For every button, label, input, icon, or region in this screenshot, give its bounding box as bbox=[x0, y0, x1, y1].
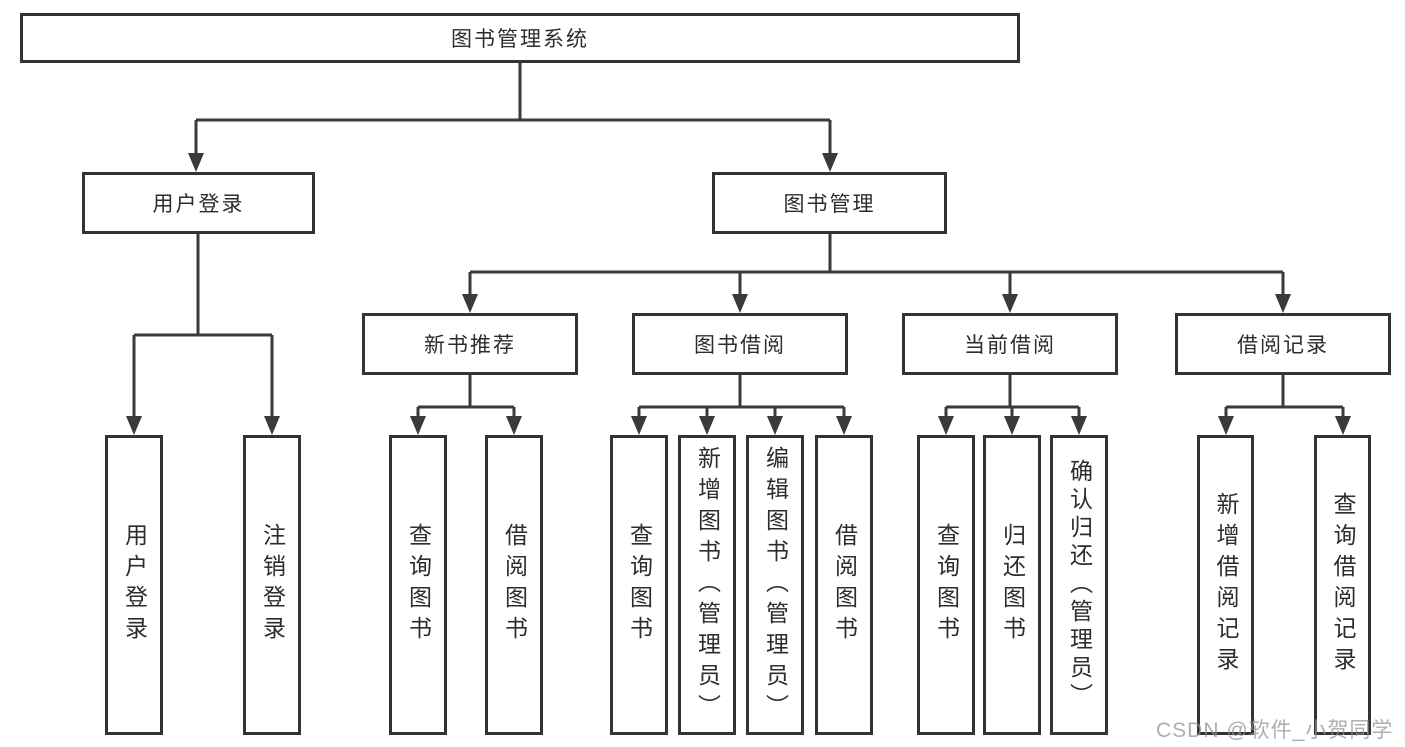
leaf-return-books: 归还图书 bbox=[983, 435, 1041, 735]
leaf-query-borrow-record: 查询借阅记录 bbox=[1314, 435, 1371, 735]
leaf-add-borrow-record: 新增借阅记录 bbox=[1197, 435, 1254, 735]
node-label: 用户登录 bbox=[121, 523, 148, 647]
node-label: 图书管理 bbox=[783, 193, 876, 216]
leaf-logout: 注销登录 bbox=[243, 435, 301, 735]
leaf-confirm-return-admin: 确认归还（管理员） bbox=[1050, 435, 1108, 735]
leaf-borrow-books: 借阅图书 bbox=[815, 435, 873, 735]
leaf-borrow-books-recommend: 借阅图书 bbox=[485, 435, 543, 735]
node-current-borrow: 当前借阅 bbox=[902, 313, 1118, 375]
leaf-user-login: 用户登录 bbox=[105, 435, 163, 735]
node-label: 查询图书 bbox=[405, 523, 432, 647]
node-label: 归还图书 bbox=[999, 523, 1026, 647]
leaf-query-books-current: 查询图书 bbox=[917, 435, 975, 735]
node-label: 图书借阅 bbox=[694, 334, 786, 357]
node-label: 注销登录 bbox=[259, 523, 286, 647]
leaf-query-books-borrow: 查询图书 bbox=[610, 435, 668, 735]
node-label: 新增图书（管理员） bbox=[694, 445, 721, 725]
leaf-add-books-admin: 新增图书（管理员） bbox=[678, 435, 736, 735]
node-label: 当前借阅 bbox=[964, 334, 1056, 357]
node-borrow-records: 借阅记录 bbox=[1175, 313, 1391, 375]
node-label: 编辑图书（管理员） bbox=[762, 445, 789, 725]
node-label: 用户登录 bbox=[152, 193, 245, 216]
node-label: 借阅图书 bbox=[501, 523, 528, 647]
node-new-book-recommend: 新书推荐 bbox=[362, 313, 578, 375]
node-user-login: 用户登录 bbox=[82, 172, 315, 234]
node-book-management: 图书管理 bbox=[712, 172, 947, 234]
node-label: 查询图书 bbox=[933, 523, 960, 647]
csdn-watermark: CSDN @软件_小贺同学 bbox=[1156, 719, 1394, 742]
arrowheads bbox=[126, 153, 1351, 435]
node-book-borrow: 图书借阅 bbox=[632, 313, 848, 375]
node-label: 新增借阅记录 bbox=[1213, 492, 1239, 678]
leaf-edit-books-admin: 编辑图书（管理员） bbox=[746, 435, 804, 735]
node-label: 新书推荐 bbox=[424, 334, 516, 357]
node-label: 借阅图书 bbox=[831, 523, 858, 647]
node-label: 确认归还（管理员） bbox=[1066, 459, 1093, 711]
node-label: 查询图书 bbox=[626, 523, 653, 647]
node-label: 借阅记录 bbox=[1237, 334, 1329, 357]
node-label: 图书管理系统 bbox=[451, 28, 589, 51]
leaf-query-books-recommend: 查询图书 bbox=[389, 435, 447, 735]
node-label: 查询借阅记录 bbox=[1330, 492, 1356, 678]
node-library-management-system: 图书管理系统 bbox=[20, 13, 1020, 63]
